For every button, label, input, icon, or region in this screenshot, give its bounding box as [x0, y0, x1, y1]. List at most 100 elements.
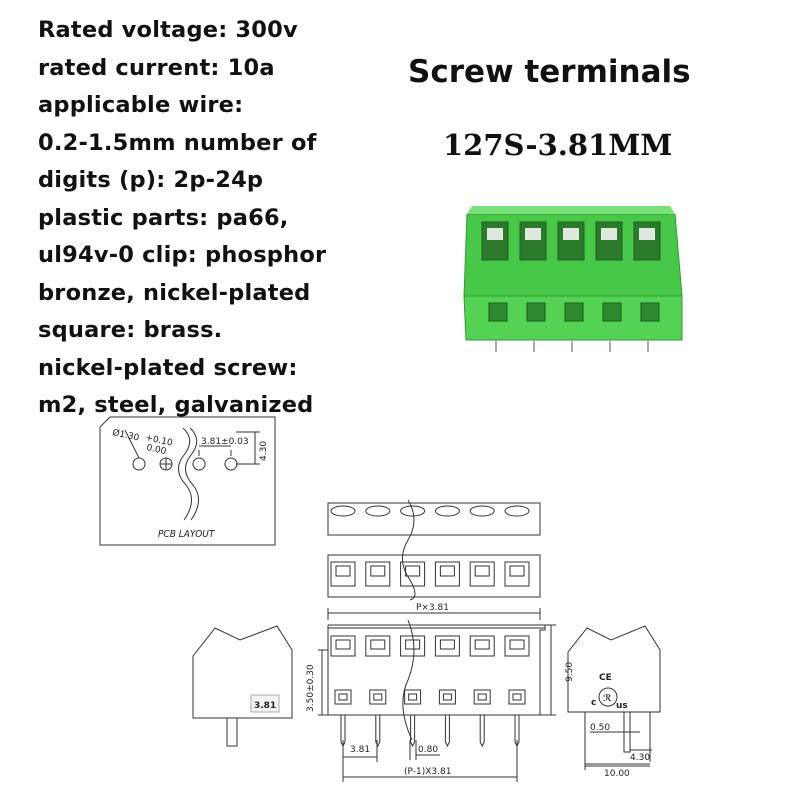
- pin-offset-label: 4.30: [630, 753, 650, 763]
- front-clamp: [469, 635, 495, 657]
- screw-head: [487, 228, 503, 240]
- front-clamp-inner: [509, 639, 525, 650]
- clamp-inner: [370, 565, 386, 577]
- front-clamp-inner: [335, 639, 351, 650]
- front-clamp-inner: [405, 639, 421, 650]
- clamp-inner: [474, 565, 490, 577]
- clamp-box: [504, 561, 530, 587]
- wire-entry: [602, 302, 622, 322]
- front-clamp: [434, 635, 460, 657]
- terminal-cell: [633, 221, 661, 261]
- clamp-box: [365, 561, 391, 587]
- screw-head: [563, 228, 579, 240]
- ul-icon: ℛ: [603, 694, 612, 704]
- spec-line: 0.2-1.5mm number of: [38, 129, 317, 156]
- side-pitch-label: 3.81: [254, 701, 276, 711]
- pitch-dim-label: 3.81: [350, 745, 370, 755]
- wire-hole-inner: [477, 693, 487, 701]
- px-dim-label: P×3.81: [416, 603, 449, 613]
- clamp-box: [434, 561, 460, 587]
- wire-entry: [526, 302, 546, 322]
- p1-dim-label: (P-1)X3.81: [404, 767, 451, 777]
- wire-hole-inner: [373, 693, 383, 701]
- screw-oval: [400, 505, 426, 517]
- spec-line: applicable wire:: [38, 92, 244, 118]
- model-number: 127S-3.81MM: [443, 128, 673, 162]
- wire-hole: [438, 689, 456, 705]
- front-pin: [444, 715, 450, 748]
- wire-hole: [369, 689, 387, 705]
- ce-mark: CE: [599, 673, 612, 683]
- front-clamp: [365, 635, 391, 657]
- front-clamp: [504, 635, 530, 657]
- right-side-view: [567, 625, 661, 770]
- clamp-inner: [509, 565, 525, 577]
- hole-tol-minus: 0.00: [145, 443, 167, 457]
- pin-width-label: 0.80: [418, 745, 438, 755]
- front-pin: [375, 715, 381, 748]
- depth-label: 10.00: [604, 769, 630, 779]
- wire-hole: [473, 689, 491, 705]
- wire-entry: [564, 302, 584, 322]
- clamp-inner: [405, 565, 421, 577]
- screw-oval: [504, 505, 530, 517]
- front-view-drawing: [318, 608, 556, 782]
- screw-oval: [365, 505, 391, 517]
- top-view-drawing: [327, 499, 541, 601]
- product-photo: [463, 206, 683, 352]
- hole-diameter-label: Ø1.30: [111, 427, 140, 443]
- front-clamp: [330, 635, 356, 657]
- clamp-box: [469, 561, 495, 587]
- cert-us-mark: us: [616, 701, 628, 711]
- terminal-cell: [481, 221, 509, 261]
- front-clamp-inner: [439, 639, 455, 650]
- front-clamp-inner: [474, 639, 490, 650]
- spec-list: Rated voltage: 300v rated current: 10a a…: [38, 12, 368, 425]
- terminal-cell: [557, 221, 585, 261]
- pin-height-label: 3.50±0.30: [306, 664, 316, 712]
- wire-hole: [508, 689, 526, 705]
- wire-hole-inner: [512, 693, 522, 701]
- screw-head: [639, 228, 655, 240]
- pcb-layout-drawing: [99, 416, 276, 546]
- wire-hole-inner: [338, 693, 348, 701]
- spec-line: rated current: 10a: [38, 54, 275, 81]
- cert-c-mark: c: [591, 698, 596, 708]
- wire-hole-inner: [442, 693, 452, 701]
- wire-entry: [640, 302, 660, 322]
- front-clamp: [400, 635, 426, 657]
- spec-line: square: brass.: [38, 317, 223, 343]
- clamp-inner: [335, 565, 351, 577]
- clamp-box: [330, 561, 356, 587]
- pcb-layout-caption: PCB LAYOUT: [158, 528, 216, 540]
- page-title: Screw terminals: [408, 54, 691, 90]
- screw-head: [525, 228, 541, 240]
- front-clamp-inner: [370, 639, 386, 650]
- wire-hole: [334, 689, 352, 705]
- height-dim-label: 9.50: [565, 662, 575, 682]
- pcb-pitch-label: 3.81±0.03: [201, 437, 249, 447]
- clamp-inner: [439, 565, 455, 577]
- spec-line: bronze, nickel-plated: [38, 279, 311, 306]
- spec-line: digits (p): 2p-24p: [38, 167, 264, 193]
- spec-line: nickel-plated screw:: [38, 354, 298, 381]
- left-side-view: [192, 625, 293, 747]
- pcb-offset-label: 4.30: [259, 441, 269, 461]
- spec-line: Rated voltage: 300v: [38, 17, 298, 43]
- pin-thick-label: 0.50: [590, 723, 610, 733]
- wire-entry: [488, 302, 508, 322]
- screw-oval: [469, 505, 495, 517]
- terminal-cell: [595, 221, 623, 261]
- front-pin: [410, 715, 416, 748]
- screw-oval: [330, 505, 356, 517]
- screw-head: [601, 228, 617, 240]
- spec-line: plastic parts: pa66,: [38, 204, 289, 231]
- wire-hole-inner: [408, 693, 418, 701]
- front-pin: [479, 715, 485, 748]
- terminal-cell: [519, 221, 547, 261]
- screw-oval: [434, 505, 460, 517]
- spec-line: m2, steel, galvanized: [38, 392, 314, 418]
- spec-line: ul94v-0 clip: phosphor: [38, 242, 327, 268]
- wire-hole: [404, 689, 422, 705]
